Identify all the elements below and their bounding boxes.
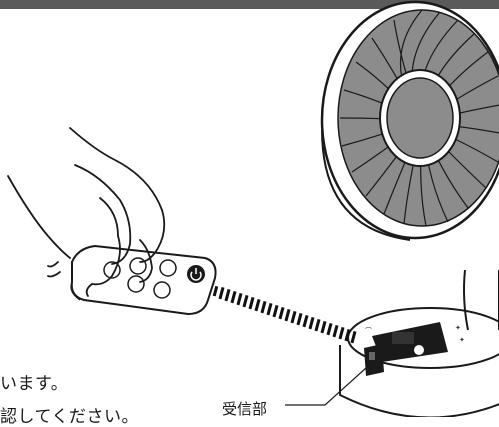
instruction-line-2: 認してください。 (0, 402, 139, 427)
fan-base (340, 308, 499, 417)
fan-head (322, 2, 499, 240)
instruction-line-1: います。 (0, 369, 68, 394)
svg-text:✦: ✦ (459, 336, 465, 344)
ir-signal-beam (213, 286, 357, 343)
svg-text:⌒: ⌒ (365, 327, 372, 335)
power-icon (187, 265, 205, 283)
svg-text:✦: ✦ (455, 324, 461, 332)
receiver-sensor (364, 344, 384, 376)
fan-remote-illustration: ⌒ ✦ ✦ (0, 0, 499, 417)
receiver-label: 受信部 (222, 398, 267, 419)
